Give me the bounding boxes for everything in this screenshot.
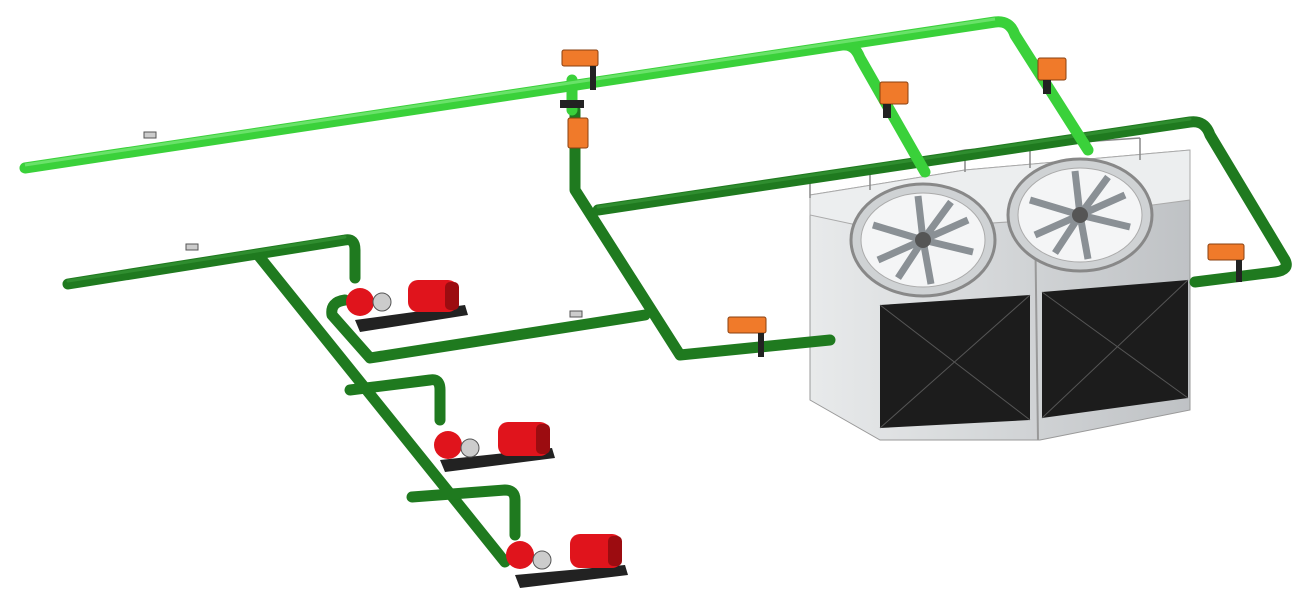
fan-left	[849, 182, 997, 298]
supply-piping	[19, 16, 1094, 178]
valve-actuators	[561, 49, 1245, 334]
pump-3	[506, 534, 628, 588]
pump-1	[346, 280, 468, 332]
return-piping	[62, 104, 1292, 568]
actuator-icon	[1037, 57, 1067, 81]
actuator-icon	[879, 81, 909, 105]
actuator-icon	[567, 117, 589, 149]
supply-pipe-highlight	[24, 17, 996, 167]
return-piping-highlight	[66, 117, 1192, 283]
actuator-icon	[561, 49, 599, 67]
cooling-tower	[809, 137, 1191, 441]
pump-2	[434, 422, 555, 472]
flow-sensors	[143, 131, 583, 318]
fan-right	[1006, 157, 1154, 273]
actuator-icon	[1207, 243, 1245, 261]
actuator-icon	[727, 316, 767, 334]
